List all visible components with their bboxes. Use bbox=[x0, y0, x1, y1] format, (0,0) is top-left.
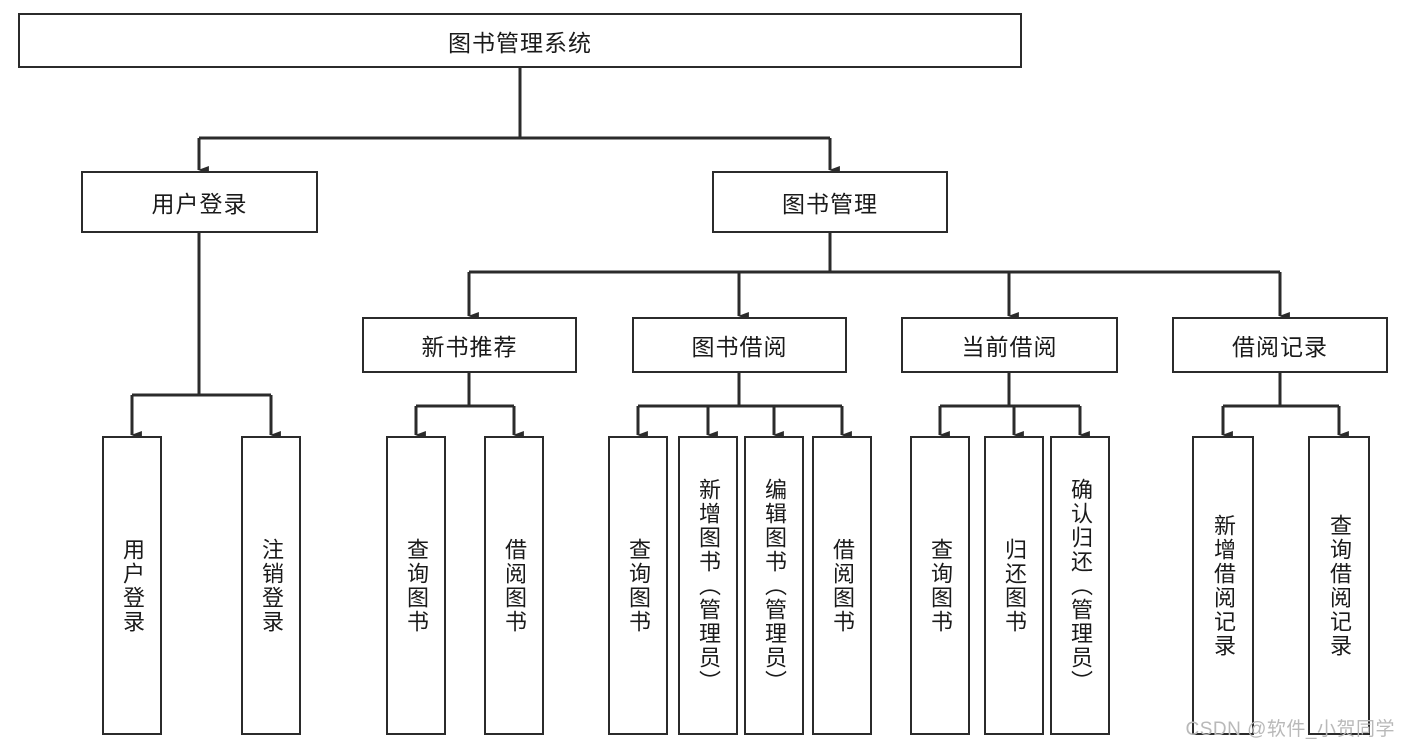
node-label: 图书借阅 bbox=[691, 334, 788, 360]
node-bookmgmt[interactable]: 图书管理 bbox=[712, 171, 948, 233]
node-label: 用户登录 bbox=[119, 537, 145, 634]
node-label: 编辑图书（管理员） bbox=[761, 477, 787, 694]
node-label: 查询图书 bbox=[625, 537, 651, 634]
node-records[interactable]: 借阅记录 bbox=[1172, 317, 1388, 373]
node-label: 借阅图书 bbox=[501, 537, 527, 634]
node-label: 图书管理系统 bbox=[448, 29, 592, 56]
node-label: 新书推荐 bbox=[421, 334, 518, 360]
node-root[interactable]: 图书管理系统 bbox=[18, 13, 1022, 68]
node-label: 新增图书（管理员） bbox=[695, 477, 721, 694]
node-label: 借阅图书 bbox=[829, 537, 855, 634]
node-leaf-rec-query[interactable]: 查询借阅记录 bbox=[1308, 436, 1370, 735]
node-label: 当前借阅 bbox=[961, 334, 1058, 360]
node-label: 查询图书 bbox=[927, 537, 953, 634]
node-label: 归还图书 bbox=[1001, 537, 1027, 634]
node-leaf-new-borrow[interactable]: 借阅图书 bbox=[484, 436, 544, 735]
watermark-label: CSDN @软件_小贺同学 bbox=[1185, 719, 1395, 740]
node-leaf-bor-edit[interactable]: 编辑图书（管理员） bbox=[744, 436, 804, 735]
node-login[interactable]: 用户登录 bbox=[81, 171, 318, 233]
node-label: 新增借阅记录 bbox=[1210, 513, 1236, 658]
node-label: 注销登录 bbox=[258, 537, 284, 634]
node-label: 查询借阅记录 bbox=[1326, 513, 1352, 658]
node-leaf-cur-query[interactable]: 查询图书 bbox=[910, 436, 970, 735]
node-leaf-bor-query[interactable]: 查询图书 bbox=[608, 436, 668, 735]
node-leaf-user-logout[interactable]: 注销登录 bbox=[241, 436, 301, 735]
node-leaf-rec-add[interactable]: 新增借阅记录 bbox=[1192, 436, 1254, 735]
node-current[interactable]: 当前借阅 bbox=[901, 317, 1118, 373]
node-label: 用户登录 bbox=[151, 191, 248, 217]
node-leaf-cur-return[interactable]: 归还图书 bbox=[984, 436, 1044, 735]
node-newbook[interactable]: 新书推荐 bbox=[362, 317, 577, 373]
node-borrow[interactable]: 图书借阅 bbox=[632, 317, 847, 373]
node-leaf-bor-borrow[interactable]: 借阅图书 bbox=[812, 436, 872, 735]
node-leaf-bor-add[interactable]: 新增图书（管理员） bbox=[678, 436, 738, 735]
node-label: 借阅记录 bbox=[1232, 334, 1328, 360]
node-leaf-cur-confirm[interactable]: 确认归还（管理员） bbox=[1050, 436, 1110, 735]
node-label: 查询图书 bbox=[403, 537, 429, 634]
node-label: 确认归还（管理员） bbox=[1067, 477, 1093, 694]
node-label: 图书管理 bbox=[782, 191, 878, 217]
node-leaf-user-login[interactable]: 用户登录 bbox=[102, 436, 162, 735]
node-leaf-new-query[interactable]: 查询图书 bbox=[386, 436, 446, 735]
